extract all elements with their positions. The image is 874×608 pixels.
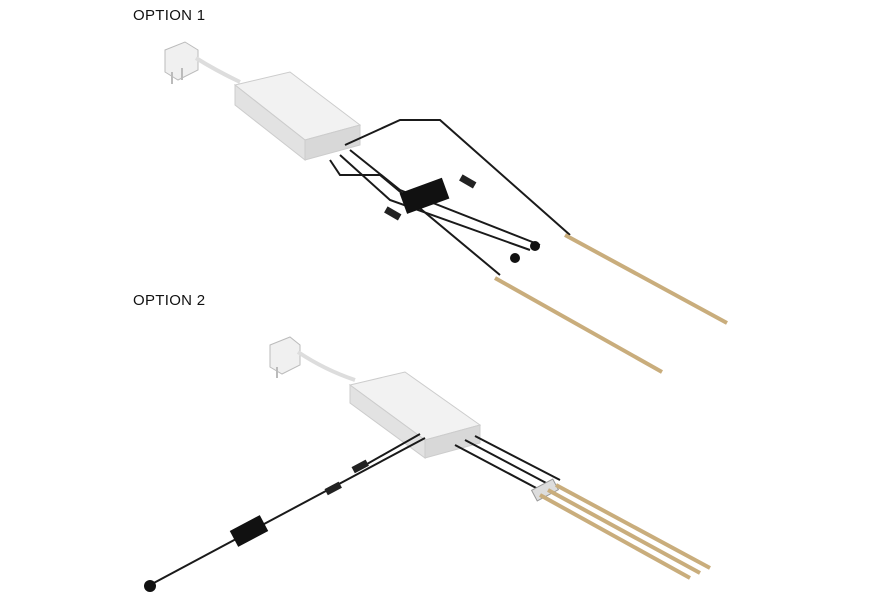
sensor-switch <box>510 253 520 263</box>
connector <box>324 481 342 496</box>
led-strip <box>555 483 711 570</box>
connector <box>384 206 402 221</box>
option-2-title: OPTION 2 <box>133 292 206 309</box>
led-strip <box>539 493 691 580</box>
strip-connector <box>530 478 560 502</box>
sensor-switch <box>144 580 156 592</box>
led-strip <box>564 233 728 325</box>
led-driver <box>348 371 482 459</box>
power-cable <box>194 56 241 84</box>
connector <box>459 174 477 189</box>
controller-box <box>229 515 269 547</box>
led-strip <box>494 276 663 374</box>
cables <box>149 433 561 586</box>
option-2-diagram <box>144 336 711 592</box>
controller-box <box>399 177 450 214</box>
plug-adapter <box>164 41 199 84</box>
option-1-diagram <box>164 41 728 374</box>
connector <box>351 459 369 474</box>
option-1-title: OPTION 1 <box>133 7 206 24</box>
sensor-switch <box>530 241 540 251</box>
power-cable <box>296 350 356 382</box>
cables <box>329 119 571 276</box>
led-driver <box>233 71 362 162</box>
led-strip <box>547 488 701 575</box>
plug-adapter <box>269 336 301 378</box>
